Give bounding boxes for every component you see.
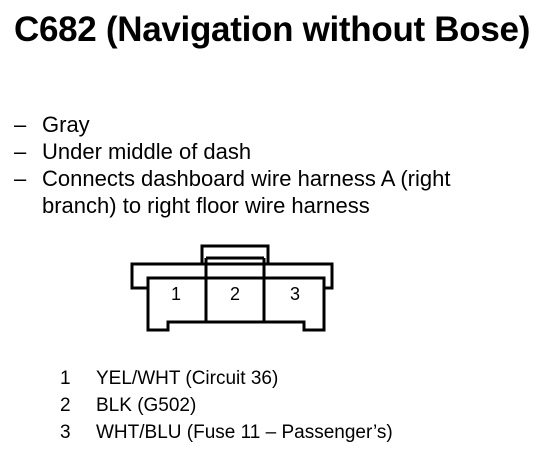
note-item: – Under middle of dash [14, 138, 534, 165]
pin-row: 2 BLK (G502) [60, 392, 393, 419]
bullet-dash: – [14, 166, 27, 191]
cavity-label-2: 2 [230, 284, 240, 304]
note-item: – Gray [14, 111, 534, 138]
pin-number: 1 [60, 368, 71, 389]
page-title: C682 (Navigation without Bose) [14, 10, 531, 49]
pin-description: BLK (G502) [96, 395, 197, 416]
bullet-dash: – [14, 112, 27, 137]
connector-inner-shell [146, 276, 326, 288]
note-text: Under middle of dash [42, 139, 252, 164]
bullet-dash: – [14, 139, 27, 164]
note-text: Connects dashboard wire harness A (right… [42, 166, 451, 218]
pin-row: 1 YEL/WHT (Circuit 36) [60, 365, 393, 392]
note-item: – Connects dashboard wire harness A (rig… [14, 165, 534, 219]
pin-description: WHT/BLU (Fuse 11 – Passenger’s) [96, 422, 393, 443]
pin-list: 1 YEL/WHT (Circuit 36) 2 BLK (G502) 3 WH… [60, 365, 393, 446]
cavity-label-1: 1 [171, 284, 181, 304]
cavity-label-3: 3 [290, 284, 300, 304]
note-text: Gray [42, 112, 90, 137]
connector-latch [200, 244, 270, 264]
pin-row: 3 WHT/BLU (Fuse 11 – Passenger’s) [60, 419, 393, 446]
pin-number: 2 [60, 395, 71, 416]
connector-notes: – Gray – Under middle of dash – Connects… [14, 111, 534, 219]
connector-face-diagram: 1 2 3 [130, 244, 334, 332]
pin-description: YEL/WHT (Circuit 36) [96, 368, 279, 389]
pin-number: 3 [60, 422, 71, 443]
